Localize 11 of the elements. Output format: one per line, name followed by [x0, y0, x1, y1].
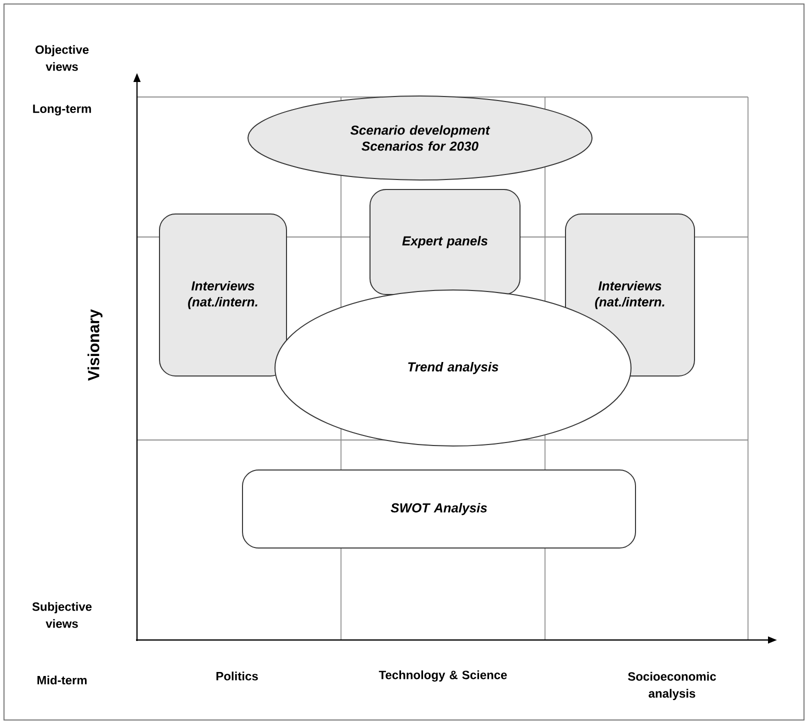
axis-category-label: Politics — [216, 672, 258, 680]
process-box: Expert panels — [370, 189, 520, 295]
process-box: SWOT Analysis — [242, 470, 636, 548]
process-box: Interviews (nat./intern. — [159, 214, 287, 376]
axis-category-label: Technology & Science — [378, 670, 507, 682]
axis-category-label: Long-term — [33, 104, 91, 116]
axis-category-label: Objective views — [35, 45, 89, 71]
axis-label: Visionary — [88, 309, 102, 381]
axis-category-label: Socioeconomic analysis — [628, 672, 716, 700]
axis-category-label: Subjective views — [32, 602, 92, 628]
axis-category-label: Mid-term — [37, 676, 87, 684]
